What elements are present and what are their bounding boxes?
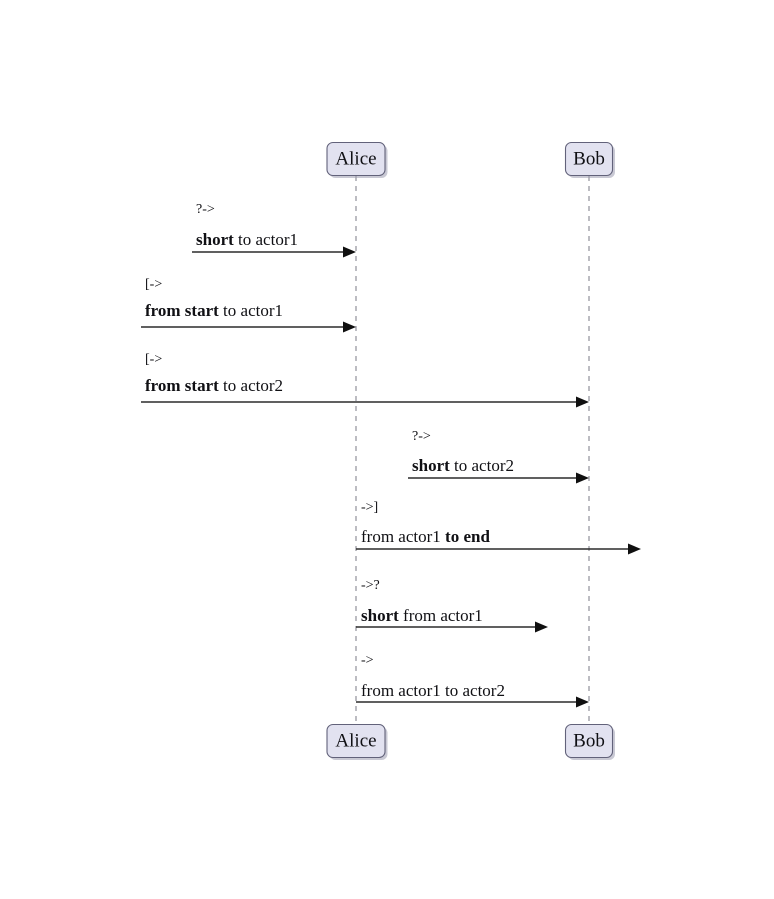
message-3: [-> from start to actor2 [141,352,589,408]
actor-label-alice: Alice [335,730,376,751]
message-arrowhead-2 [343,321,356,333]
message-1: ?-> short to actor1 [192,202,356,258]
actor-box-bob-header[interactable]: Bob [564,141,616,179]
message-arrowhead-5 [628,543,641,555]
message-5: ->] from actor1 to end [356,500,641,555]
actor-box-bob-footer[interactable]: Bob [564,723,616,761]
message-arrow-type-6: ->? [361,578,380,593]
actor-box-rect [326,723,386,759]
actor-box-rect [564,723,614,759]
message-2: [-> from start to actor1 [141,277,356,333]
message-arrowhead-1 [343,246,356,258]
message-arrow-type-1: ?-> [196,202,215,217]
actor-box-rect [326,141,386,177]
message-arrowhead-6 [535,621,548,633]
message-label-2: from start to actor1 [145,301,283,320]
message-arrowhead-7 [576,696,589,708]
message-label-6: short from actor1 [361,606,483,625]
actor-box-alice-footer[interactable]: Alice [326,723,388,761]
message-7: -> from actor1 to actor2 [356,653,589,708]
message-arrow-type-4: ?-> [412,429,431,444]
actor-box-alice-header[interactable]: Alice [326,141,388,179]
actor-label-bob: Bob [573,730,605,751]
actor-label-alice: Alice [335,148,376,169]
message-label-7: from actor1 to actor2 [361,681,505,700]
lifelines-layer [355,176,590,724]
message-label-1: short to actor1 [196,230,298,249]
message-arrow-type-5: ->] [361,500,378,515]
message-label-5: from actor1 to end [361,527,490,546]
message-arrowhead-4 [576,472,589,484]
actor-label-bob: Bob [573,148,605,169]
message-4: ?-> short to actor2 [408,429,589,484]
messages-layer: ?-> short to actor1 [-> from start to actor… [141,202,641,708]
message-arrowhead-3 [576,396,589,408]
message-6: ->? short from actor1 [356,578,548,633]
message-arrow-type-3: [-> [145,352,162,367]
message-label-3: from start to actor2 [145,376,283,395]
message-label-4: short to actor2 [412,456,514,475]
actor-box-rect [564,141,614,177]
message-arrow-type-2: [-> [145,277,162,292]
message-arrow-type-7: -> [361,653,374,668]
